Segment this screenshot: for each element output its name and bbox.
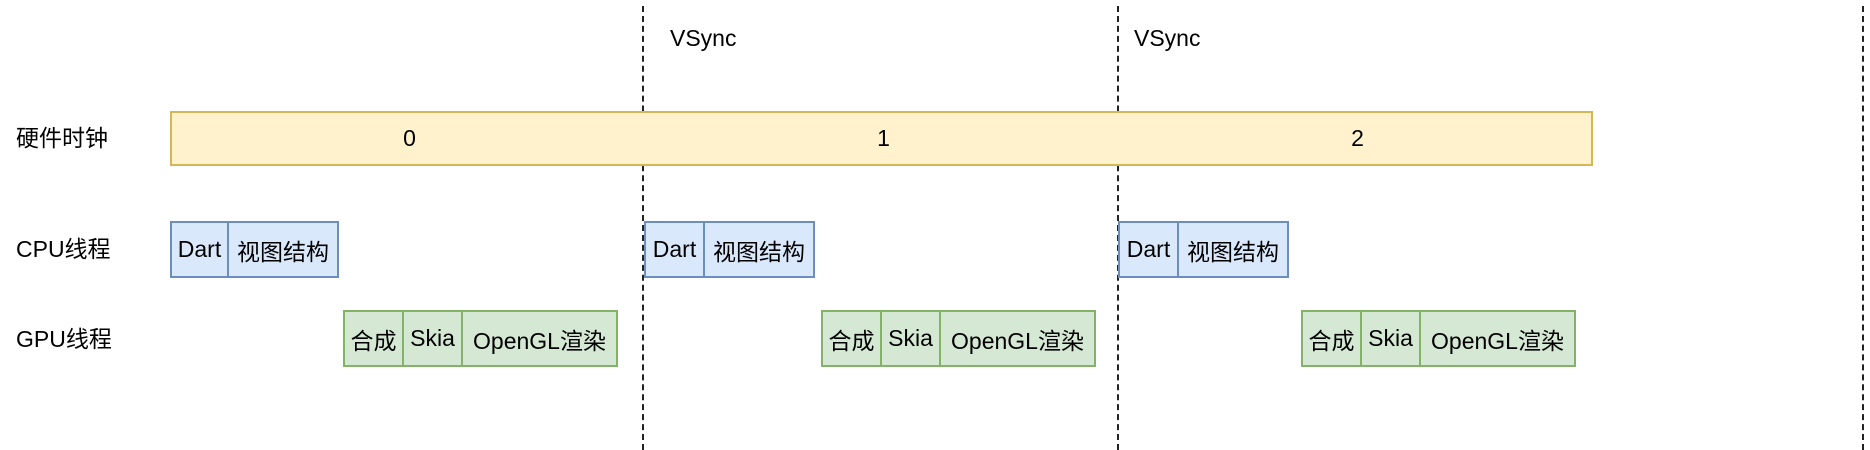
gpu-task-skia: Skia bbox=[880, 310, 941, 367]
gpu-task-composite: 合成 bbox=[343, 310, 404, 367]
gpu-task-skia: Skia bbox=[1360, 310, 1421, 367]
vsync-line-1 bbox=[642, 6, 644, 450]
gpu-task-composite: 合成 bbox=[821, 310, 882, 367]
vsync-label-2: VSync bbox=[1134, 25, 1201, 51]
vsync-line-3 bbox=[1862, 6, 1864, 450]
clock-segment-2: 2 bbox=[1351, 125, 1364, 151]
gpu-task-opengl-render: OpenGL渲染 bbox=[461, 310, 618, 367]
cpu-task-dart: Dart bbox=[170, 221, 229, 278]
hardware-clock-bar: 0 1 2 bbox=[170, 111, 1593, 166]
cpu-task-dart: Dart bbox=[1118, 221, 1179, 278]
cpu-task-dart: Dart bbox=[644, 221, 705, 278]
gpu-task-composite: 合成 bbox=[1301, 310, 1362, 367]
cpu-task-view-structure: 视图结构 bbox=[1177, 221, 1289, 278]
cpu-task-view-structure: 视图结构 bbox=[227, 221, 339, 278]
clock-segment-1: 1 bbox=[877, 125, 890, 151]
vsync-label-1: VSync bbox=[670, 25, 737, 51]
gpu-task-skia: Skia bbox=[402, 310, 463, 367]
cpu-task-view-structure: 视图结构 bbox=[703, 221, 815, 278]
row-label-cpu-thread: CPU线程 bbox=[16, 236, 111, 262]
row-label-gpu-thread: GPU线程 bbox=[16, 326, 112, 352]
gpu-task-opengl-render: OpenGL渲染 bbox=[939, 310, 1096, 367]
clock-segment-0: 0 bbox=[403, 125, 416, 151]
gpu-task-opengl-render: OpenGL渲染 bbox=[1419, 310, 1576, 367]
row-label-hardware-clock: 硬件时钟 bbox=[16, 125, 108, 151]
